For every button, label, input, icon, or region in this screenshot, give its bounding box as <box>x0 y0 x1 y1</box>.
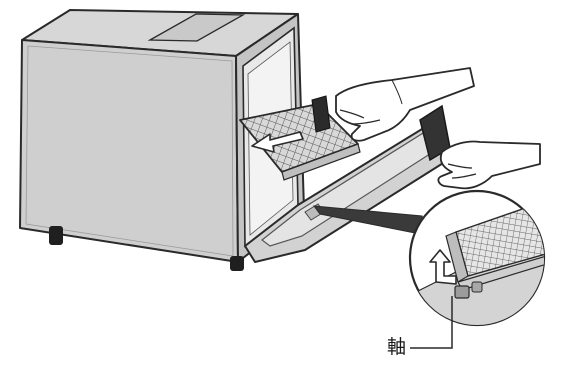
shaft-label: 軸 <box>387 336 406 358</box>
oven-foot-right <box>230 256 244 271</box>
oven-foot-left <box>49 226 63 245</box>
shaft-pivot <box>455 286 469 298</box>
detail-zoom-circle <box>400 191 560 340</box>
left-hand <box>336 68 474 141</box>
right-hand <box>438 141 540 188</box>
